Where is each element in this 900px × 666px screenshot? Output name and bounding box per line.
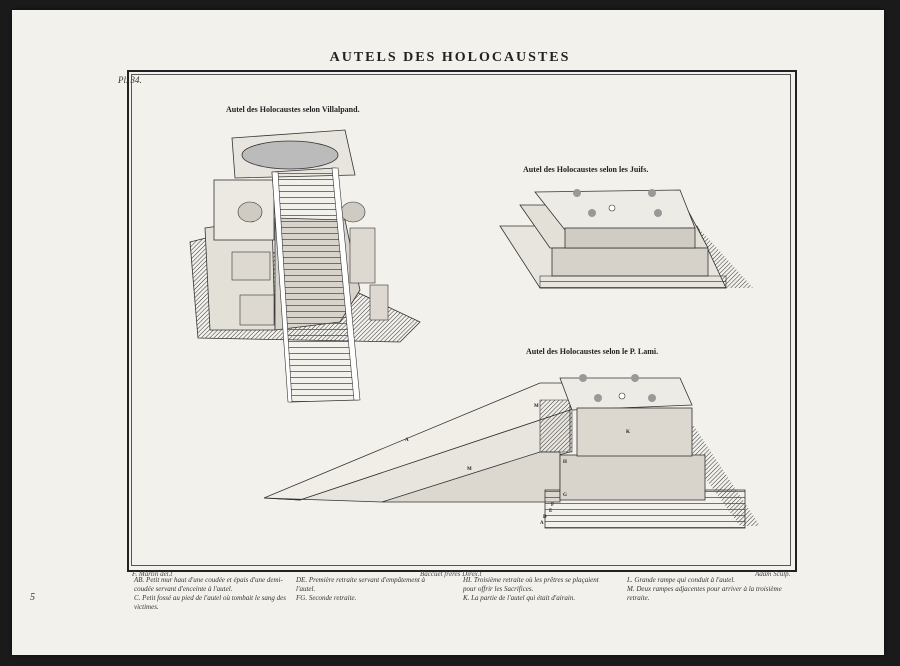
page-title: AUTELS DES HOLOCAUSTES: [329, 50, 571, 65]
legend-line: victimes.: [134, 603, 159, 611]
legend-line: retraite.: [627, 594, 650, 602]
altar-juifs: [499, 189, 753, 289]
legend-line: FG. Seconde retraite.: [296, 594, 357, 602]
legend-line: AB. Petit mur haut d'une coudée et épais…: [134, 576, 283, 584]
altar-villalpand: [189, 129, 421, 403]
legend-column: L. Grande rampe qui conduit à l'autel. M…: [627, 576, 782, 603]
legend-line: DE. Première retraite servant d'empâteme…: [296, 576, 426, 584]
corner-mark: 5: [30, 592, 35, 603]
credit-engraver: Adam Sculp.: [755, 570, 791, 578]
legend-column: DE. Première retraite servant d'empâteme…: [296, 576, 425, 603]
caption-lami: Autel des Holocaustes selon le P. Lami.: [526, 347, 659, 356]
credit-director: Baccuet frères Direx.t: [420, 570, 482, 578]
legend-line: pour offrir les Sacrifices.: [463, 585, 534, 593]
legend-line: L. Grande rampe qui conduit à l'autel.: [627, 576, 736, 584]
diagram-label: A: [540, 521, 544, 526]
caption-juifs: Autel des Holocaustes selon les Juifs.: [523, 165, 649, 174]
diagram-label: M: [534, 404, 539, 409]
legend-line: K. La partie de l'autel qui était d'aira…: [463, 594, 576, 602]
legend-line: HI. Troisième retraite où les prêtres se…: [463, 576, 599, 584]
credit-draughtsman: F. Martin del.t: [132, 570, 173, 578]
legend-line: C. Petit fossé au pied de l'autel où tom…: [134, 594, 286, 602]
paper-sheet: [12, 10, 884, 655]
diagram-label: G: [563, 493, 567, 498]
diagram-label: F: [551, 503, 555, 508]
plate-number: Pl. 34.: [118, 75, 142, 85]
legend-line: coudée servant d'enceinte à l'autel.: [134, 585, 233, 593]
legend-column: HI. Troisième retraite où les prêtres se…: [463, 576, 599, 603]
diagram-label: M: [467, 467, 472, 472]
diagram-label: E: [549, 509, 553, 514]
plate-frame: [127, 70, 797, 572]
legend-line: M. Deux rampes adjacentes pour arriver à…: [627, 585, 782, 593]
diagram-label: A: [405, 438, 409, 443]
plate-frame-inner: [131, 74, 791, 566]
altar-lami: [263, 374, 760, 529]
diagram-label: D: [543, 515, 547, 520]
diagram-label: K: [626, 430, 630, 435]
caption-villalpand: Autel des Holocaustes selon Villalpand.: [226, 105, 360, 114]
legend-line: l'autel.: [296, 585, 316, 593]
diagram-label: H: [563, 460, 567, 465]
legend-column: AB. Petit mur haut d'une coudée et épais…: [134, 576, 286, 612]
